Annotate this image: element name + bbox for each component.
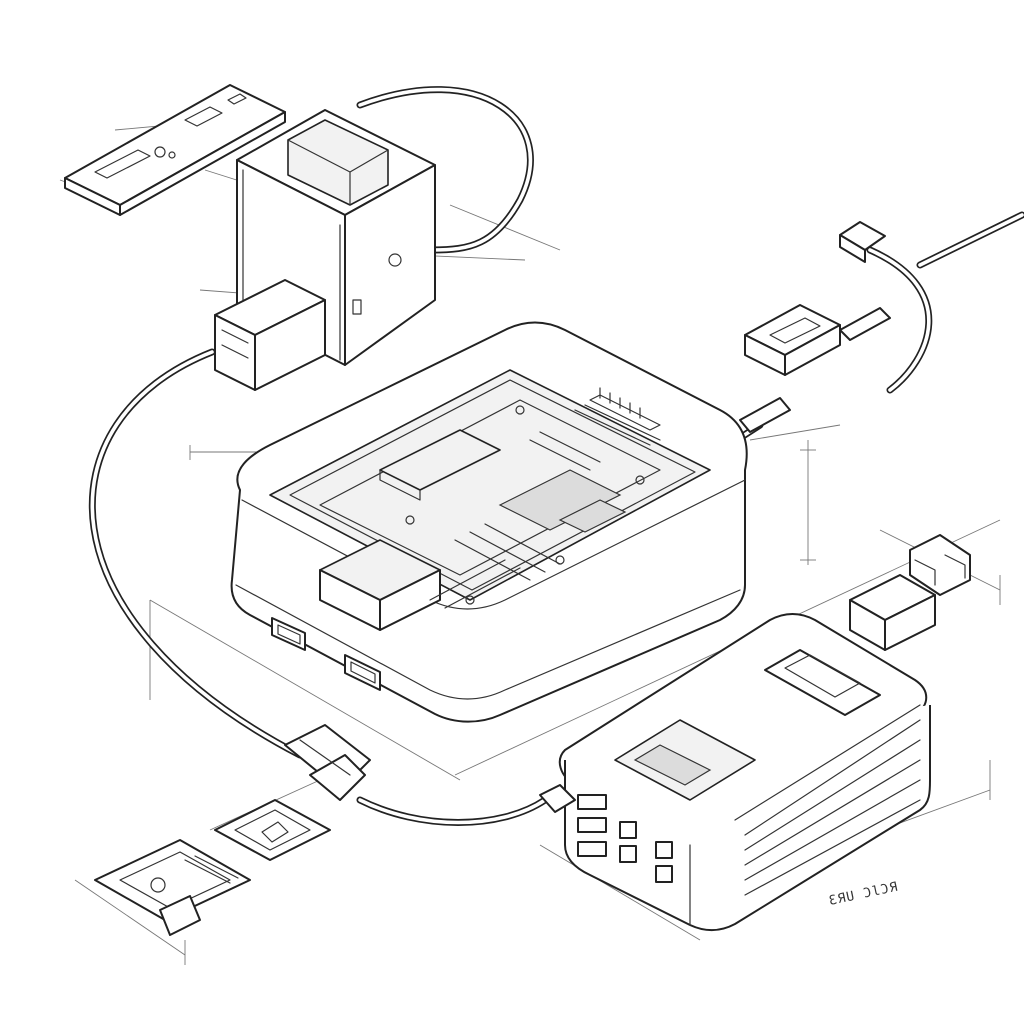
secondary-connector <box>849 534 971 651</box>
cable-power <box>88 348 549 826</box>
circuit-card <box>94 839 251 936</box>
circuit-board <box>319 387 661 631</box>
main-device-case <box>230 321 748 723</box>
remote-module <box>64 84 286 216</box>
model-label: ƐЯU ƆlƆЯ <box>828 880 900 909</box>
cable-top-loop <box>356 86 534 254</box>
secondary-device <box>558 613 931 932</box>
chip-module <box>214 799 331 861</box>
cable-plug <box>284 724 576 813</box>
case-ports <box>271 617 381 691</box>
usb-connector <box>739 221 891 433</box>
power-plug <box>214 279 326 391</box>
power-adapter <box>236 109 436 366</box>
